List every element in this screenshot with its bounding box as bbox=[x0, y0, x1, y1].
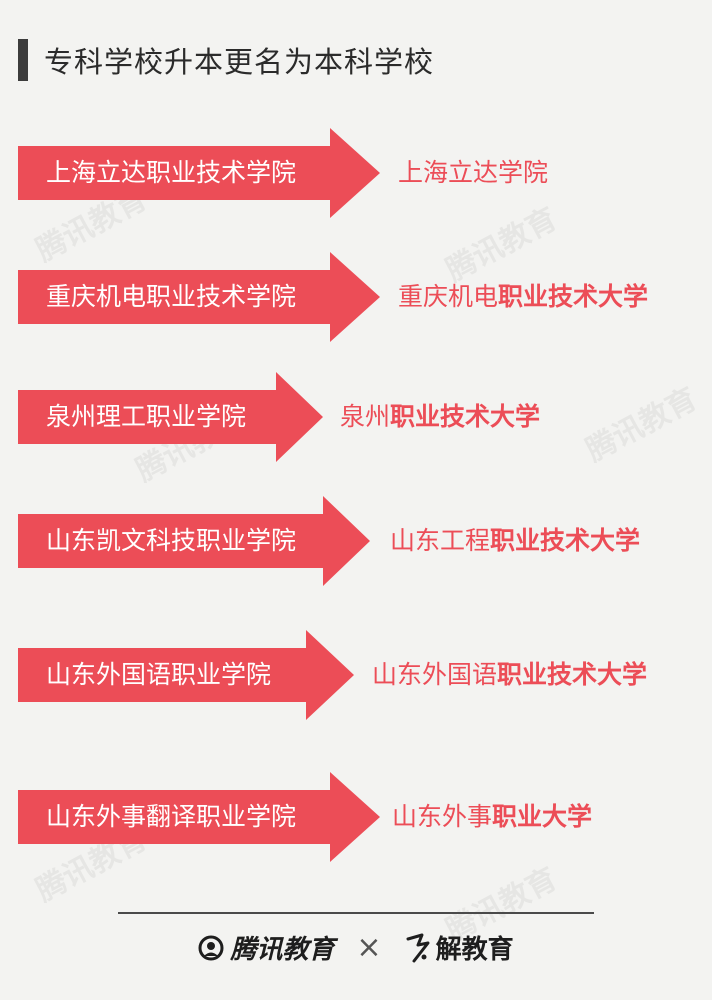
arrow-shape bbox=[18, 772, 380, 862]
tujie-logo-icon bbox=[406, 933, 430, 962]
old-name: 上海立达职业技术学院 bbox=[46, 158, 297, 187]
new-name: 泉州职业技术大学 bbox=[340, 372, 540, 462]
arrow-shape bbox=[18, 128, 380, 218]
rename-row: 山东外国语职业学院 山东外国语职业技术大学 bbox=[18, 630, 708, 720]
tencent-edu-logo: 腾讯教育 bbox=[198, 929, 334, 966]
arrow-shape bbox=[18, 252, 380, 342]
new-name-normal: 山东外事 bbox=[392, 802, 493, 831]
new-name: 重庆机电职业技术大学 bbox=[398, 252, 648, 342]
rename-row: 上海立达职业技术学院 上海立达学院 bbox=[18, 128, 708, 218]
arrow-shape bbox=[18, 630, 354, 720]
rename-row: 山东外事翻译职业学院 山东外事职业大学 bbox=[18, 772, 708, 862]
rename-row: 山东凯文科技职业学院 山东工程职业技术大学 bbox=[18, 496, 708, 586]
old-name: 山东外国语职业学院 bbox=[46, 660, 272, 689]
separator-x: × bbox=[356, 930, 382, 965]
tujie-logo: 解教育 bbox=[404, 929, 514, 966]
new-name: 山东外国语职业技术大学 bbox=[372, 630, 647, 720]
rename-row: 泉州理工职业学院 泉州职业技术大学 bbox=[18, 372, 708, 462]
footer: 腾讯教育 × 解教育 bbox=[0, 925, 712, 970]
old-name: 山东外事翻译职业学院 bbox=[46, 802, 297, 831]
old-name: 山东凯文科技职业学院 bbox=[46, 526, 297, 555]
new-name-normal: 山东工程 bbox=[390, 526, 491, 555]
footer-divider bbox=[118, 912, 594, 914]
title-bar-accent bbox=[18, 39, 28, 81]
tujie-logo-text: 解教育 bbox=[435, 935, 514, 965]
new-name-bold: 职业大学 bbox=[492, 802, 593, 831]
new-name-bold: 职业技术大学 bbox=[490, 526, 641, 555]
old-name: 重庆机电职业技术学院 bbox=[46, 282, 297, 311]
new-name: 上海立达学院 bbox=[398, 128, 548, 218]
new-name-normal: 重庆机电 bbox=[398, 282, 499, 311]
new-name-bold: 职业技术大学 bbox=[498, 282, 649, 311]
arrow-shape bbox=[18, 372, 323, 462]
tencent-edu-logo-text: 腾讯教育 bbox=[230, 935, 335, 965]
page-title: 专科学校升本更名为本科学校 bbox=[44, 45, 435, 79]
new-name-normal: 上海立达学院 bbox=[398, 158, 549, 187]
page-header: 专科学校升本更名为本科学校 bbox=[18, 38, 434, 82]
new-name: 山东工程职业技术大学 bbox=[390, 496, 640, 586]
new-name-normal: 山东外国语 bbox=[372, 660, 498, 689]
tencent-edu-logo-icon bbox=[198, 935, 224, 960]
new-name: 山东外事职业大学 bbox=[392, 772, 592, 862]
new-name-normal: 泉州 bbox=[340, 402, 391, 431]
new-name-bold: 职业技术大学 bbox=[497, 660, 648, 689]
old-name: 泉州理工职业学院 bbox=[46, 402, 247, 431]
arrow-shape bbox=[18, 496, 370, 586]
new-name-bold: 职业技术大学 bbox=[390, 402, 541, 431]
rename-row: 重庆机电职业技术学院 重庆机电职业技术大学 bbox=[18, 252, 708, 342]
